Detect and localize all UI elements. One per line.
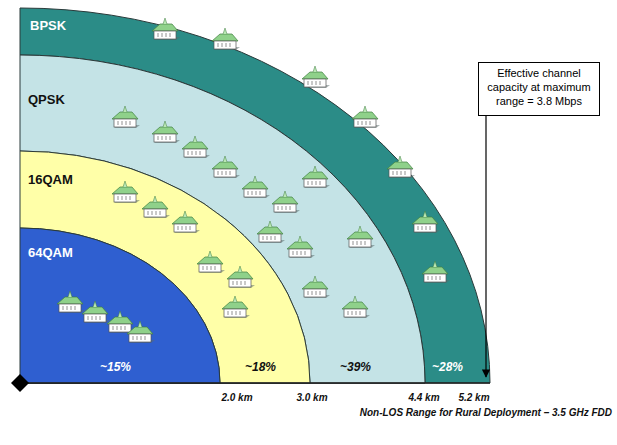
callout-box: Effective channel capacity at maximum ra… xyxy=(478,62,600,116)
band-fill xyxy=(20,151,310,383)
house-icon xyxy=(107,311,135,333)
house-icon xyxy=(347,226,375,248)
house-icon xyxy=(287,236,315,258)
house-icon xyxy=(222,296,250,318)
house-icon xyxy=(242,176,270,198)
house-icon xyxy=(302,166,330,188)
distance-label: 3.0 km xyxy=(296,392,327,403)
house-icon xyxy=(257,221,285,243)
band-percent: ~39% xyxy=(340,360,371,374)
band-fill xyxy=(20,8,490,383)
band-label: 64QAM xyxy=(28,245,73,260)
house-icon xyxy=(112,106,140,128)
distance-label: 2.0 km xyxy=(221,392,252,403)
distance-label: 4.4 km xyxy=(408,392,439,403)
house-icon xyxy=(152,18,180,40)
house-icon xyxy=(152,121,180,143)
modulation-band: 64QAM ~15% xyxy=(20,228,220,383)
distance-label: 5.2 km xyxy=(458,392,489,403)
arrow-connector xyxy=(485,116,486,377)
house-icon xyxy=(57,291,85,313)
house-icon xyxy=(112,181,140,203)
house-icon xyxy=(387,156,415,178)
house-icon xyxy=(227,266,255,288)
house-icon xyxy=(302,66,330,88)
house-icon xyxy=(302,276,330,298)
house-icon xyxy=(212,28,240,50)
caption: Non-LOS Range for Rural Deployment – 3.5… xyxy=(360,407,612,418)
callout-text: Effective channel capacity at maximum ra… xyxy=(479,63,599,112)
house-icon xyxy=(182,136,210,158)
band-fill xyxy=(20,228,220,383)
axis-line xyxy=(20,382,490,384)
band-percent: ~15% xyxy=(100,360,131,374)
house-icon xyxy=(212,156,240,178)
band-label: 16QAM xyxy=(28,172,73,187)
house-icon xyxy=(272,191,300,213)
house-icon xyxy=(82,301,110,323)
house-icon xyxy=(142,196,170,218)
house-icon xyxy=(352,106,380,128)
band-label: BPSK xyxy=(30,18,66,33)
house-icon xyxy=(197,251,225,273)
band-label: QPSK xyxy=(28,92,65,107)
house-icon xyxy=(127,321,155,343)
band-percent: ~18% xyxy=(245,360,276,374)
band-percent: ~28% xyxy=(432,360,463,374)
house-icon xyxy=(342,296,370,318)
house-icon xyxy=(172,211,200,233)
base-station-diamond xyxy=(11,374,29,392)
band-fill xyxy=(20,55,425,383)
house-icon xyxy=(412,211,440,233)
house-icon xyxy=(422,261,450,283)
